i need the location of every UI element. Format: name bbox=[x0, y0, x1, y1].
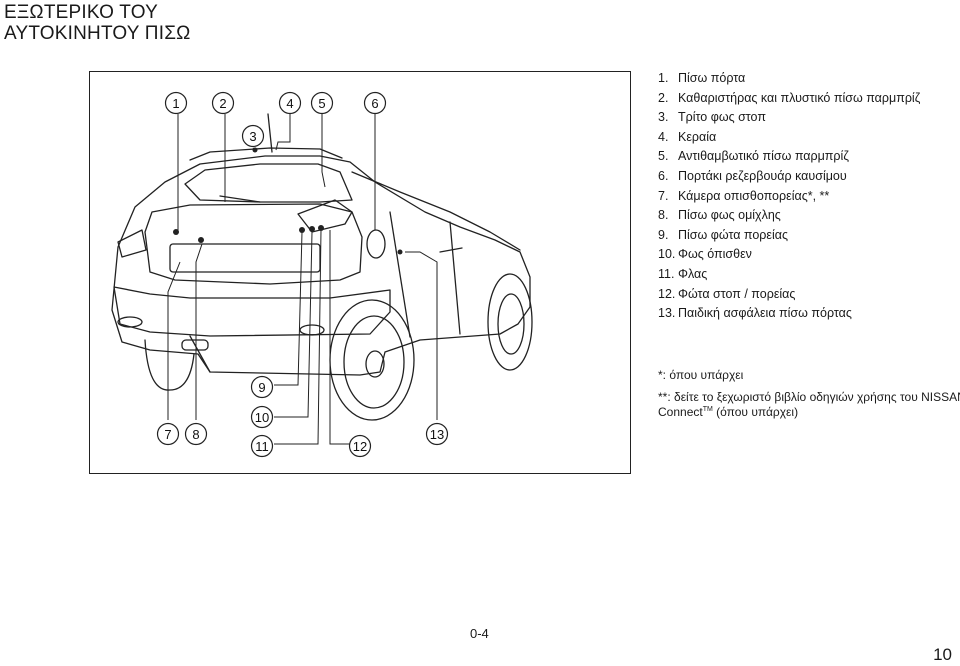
callout-6: 6 bbox=[371, 96, 378, 111]
list-item: 13.Παιδική ασφάλεια πίσω πόρτας bbox=[658, 306, 852, 321]
right-rear-wheel bbox=[329, 299, 415, 421]
list-item: 8.Πίσω φως ομίχλης bbox=[658, 208, 781, 223]
fuel-door bbox=[366, 229, 386, 259]
callout-7: 7 bbox=[164, 427, 171, 442]
car-body-outline bbox=[111, 155, 531, 376]
list-item: 7.Κάμερα οπισθοπορείας*, ** bbox=[658, 188, 830, 203]
list-item: 5.Αντιθαμβωτικό πίσω παρμπρίζ bbox=[658, 149, 849, 164]
list-item: 1.Πίσω πόρτα bbox=[658, 71, 746, 85]
callout-3: 3 bbox=[249, 129, 256, 144]
page-number: 10 bbox=[933, 645, 952, 664]
footnote-where-available: *: όπου υπάρχει bbox=[658, 368, 744, 382]
rear-wiper bbox=[219, 195, 261, 203]
page-title-line1: ΕΞΩΤΕΡΙΚΟ ΤΟΥ bbox=[4, 2, 158, 23]
callout-9: 9 bbox=[258, 380, 265, 395]
left-rear-wheel bbox=[144, 339, 195, 391]
antenna bbox=[267, 113, 273, 153]
car-rear-illustration: 1 2 3 4 5 6 7 8 9 10 11 12 13 bbox=[111, 91, 533, 458]
callout-2: 2 bbox=[219, 96, 226, 111]
list-item: 9.Πίσω φώτα πορείας bbox=[658, 227, 789, 242]
list-item: 4.Κεραία bbox=[658, 129, 717, 144]
roof-spoiler bbox=[189, 147, 343, 161]
callout-5: 5 bbox=[318, 96, 325, 111]
footnote-nissan-connect: **: δείτε το ξεχωριστό βιβλίο οδηγιών χρ… bbox=[658, 390, 960, 419]
list-item: 11.Φλας bbox=[658, 266, 708, 281]
tailgate bbox=[144, 203, 363, 285]
page-code: 0-4 bbox=[470, 626, 489, 641]
callout-10: 10 bbox=[255, 410, 269, 425]
right-reflector bbox=[299, 324, 325, 336]
callout-8: 8 bbox=[192, 427, 199, 442]
list-item: 12.Φώτα στοπ / πορείας bbox=[658, 286, 796, 301]
callout-4: 4 bbox=[286, 96, 293, 111]
exhaust bbox=[181, 339, 209, 351]
page-title-line2: ΑΥΤΟΚΙΝΗΤΟΥ ΠΙΣΩ bbox=[4, 23, 191, 44]
front-wheel bbox=[487, 273, 533, 371]
rear-bumper bbox=[113, 286, 391, 337]
license-plate-recess bbox=[169, 243, 321, 273]
left-reflector bbox=[117, 316, 143, 328]
list-item: 3.Τρίτο φως στοπ bbox=[658, 110, 766, 125]
rear-window bbox=[184, 163, 353, 203]
side-window bbox=[351, 171, 521, 251]
list-item: 2.Καθαριστήρας και πλυστικό πίσω παρμπρί… bbox=[658, 90, 921, 105]
left-tail-light bbox=[117, 229, 147, 258]
footnotes: *: όπου υπάρχει **: δείτε το ξεχωριστό β… bbox=[658, 368, 960, 420]
list-item: 10.Φως όπισθεν bbox=[658, 247, 752, 262]
car-rear-figure: 1 2 3 4 5 6 7 8 9 10 11 12 13 bbox=[89, 71, 631, 474]
callout-1: 1 bbox=[172, 96, 179, 111]
callout-11: 11 bbox=[255, 439, 269, 454]
list-item: 6.Πορτάκι ρεζερβουάρ καυσίμου bbox=[658, 168, 847, 183]
page-title: ΕΞΩΤΕΡΙΚΟ ΤΟΥ ΑΥΤΟΚΙΝΗΤΟΥ ΠΙΣΩ bbox=[4, 2, 191, 44]
rear-door bbox=[389, 211, 461, 338]
callout-13: 13 bbox=[430, 427, 444, 442]
callout-12: 12 bbox=[353, 439, 367, 454]
door-handle bbox=[439, 247, 463, 253]
parts-list: 1.Πίσω πόρτα 2.Καθαριστήρας και πλυστικό… bbox=[658, 69, 920, 324]
